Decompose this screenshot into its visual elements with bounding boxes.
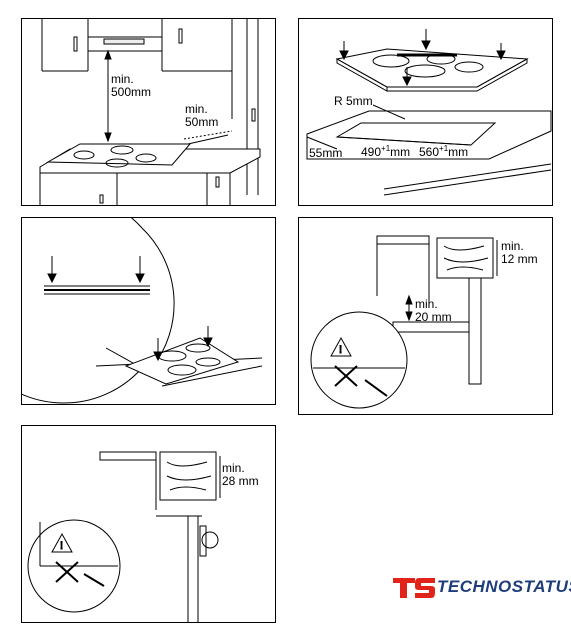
cut-width-label: 490+1mm bbox=[361, 144, 411, 159]
gap-clearance-label: min. 20 mm bbox=[415, 297, 452, 324]
panel-hood-clearance: min. 500mm min. 50mm bbox=[21, 18, 276, 206]
kitchen-illustration bbox=[39, 19, 261, 205]
technostatus-logo-icon bbox=[393, 578, 435, 598]
panel-cutout-dimensions: R 5mm 55mm 490+1mm 560+1mm bbox=[298, 18, 553, 206]
oven-clearance-illustration: ! bbox=[27, 451, 221, 622]
panel-seal-application bbox=[21, 217, 276, 405]
cutout-illustration bbox=[306, 29, 552, 196]
top-clearance-label: min. 28 mm bbox=[222, 461, 259, 488]
panel-drawer-clearance: ! min. 12 mm min. 20 mm bbox=[298, 217, 553, 415]
logo-text: TECHNOSTATUS bbox=[437, 577, 571, 596]
vertical-clearance-label: min. 500mm bbox=[111, 72, 152, 99]
cut-depth-label: 560+1mm bbox=[419, 144, 469, 159]
svg-text:!: ! bbox=[339, 344, 342, 356]
top-clearance-label: min. 12 mm bbox=[501, 239, 538, 266]
panel-oven-clearance: ! min. 28 mm bbox=[21, 425, 276, 623]
svg-text:!: ! bbox=[60, 540, 63, 552]
drawer-clearance-illustration: ! bbox=[310, 235, 498, 409]
seal-illustration bbox=[22, 218, 263, 404]
radius-label: R 5mm bbox=[334, 94, 373, 108]
edge-label: 55mm bbox=[309, 146, 343, 160]
side-clearance-label: min. 50mm bbox=[185, 102, 219, 129]
